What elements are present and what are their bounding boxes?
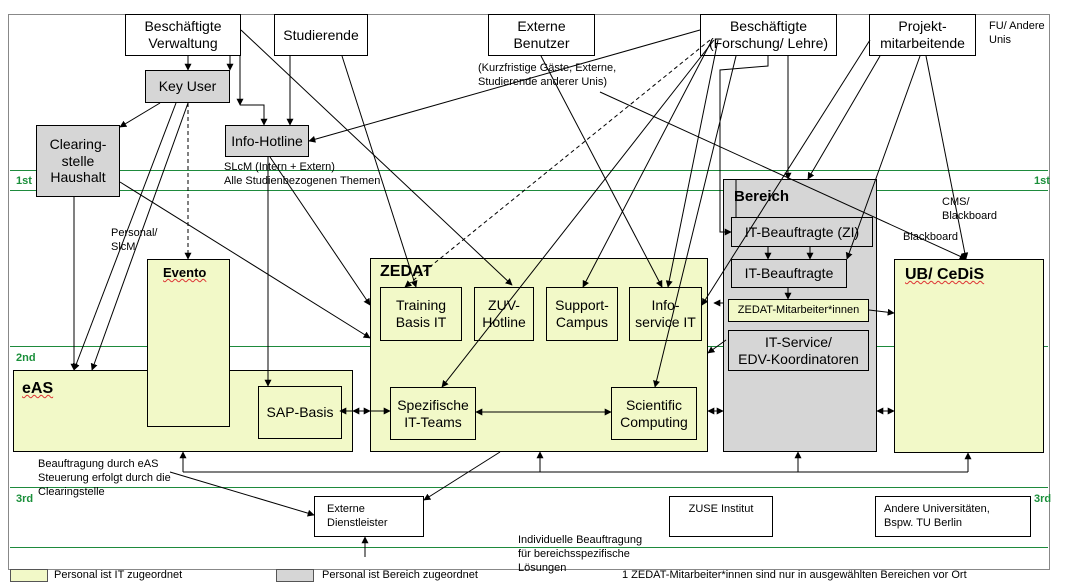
it-beauftragte-box: IT-Beauftragte bbox=[731, 259, 847, 288]
legend-it: Personal ist IT zugeordnet bbox=[54, 569, 183, 581]
note-cms: CMS/ Blackboard bbox=[942, 196, 998, 222]
actor-forschung: Beschäftigte (Forschung/ Lehre) bbox=[700, 14, 837, 56]
actor-projekt: Projekt- mitarbeitende bbox=[869, 14, 976, 56]
key-user-box: Key User bbox=[145, 70, 230, 103]
level-label-3rd-left: 3rd bbox=[16, 493, 34, 505]
legend-bereich: Personal ist Bereich zugeordnet bbox=[322, 569, 478, 581]
actor-externe: Externe Benutzer bbox=[488, 14, 595, 56]
ub-cedis-title: UB/ CeDiS bbox=[905, 266, 985, 283]
note-blackboard: Blackboard bbox=[903, 231, 959, 243]
info-hotline-box: Info-Hotline bbox=[225, 125, 309, 157]
andere-unis-box: Andere Universitäten, Bspw. TU Berlin bbox=[875, 496, 1031, 537]
bereich-title: Bereich bbox=[734, 188, 790, 205]
note-kurzfristige: (Kurzfristige Gäste, Externe, Studierend… bbox=[478, 62, 617, 88]
legend-footnote: 1 ZEDAT-Mitarbeiter*innen sind nur in au… bbox=[622, 569, 967, 581]
ub-cedis-box bbox=[894, 259, 1044, 453]
actor-studierende: Studierende bbox=[274, 14, 368, 56]
level-label-2nd-left: 2nd bbox=[16, 352, 36, 364]
evento-title: Evento bbox=[163, 265, 207, 280]
level-line-3rd-b bbox=[10, 547, 1048, 548]
zuse-box: ZUSE Institut bbox=[669, 496, 773, 537]
infoservice-box: Info- service IT bbox=[629, 287, 702, 341]
training-box: Training Basis IT bbox=[380, 287, 462, 341]
fu-andere-note: FU/ Andere Unis bbox=[989, 20, 1045, 46]
level-line-1st bbox=[10, 170, 1048, 171]
it-service-box: IT-Service/ EDV-Koordinatoren bbox=[728, 330, 869, 371]
zuv-hotline-box: ZUV- Hotline bbox=[474, 287, 534, 341]
zedat-mitarbeiter-box: ZEDAT-Mitarbeiter*innen bbox=[728, 299, 869, 322]
note-slcm: SLcM (Intern + Extern) Alle Studienbezog… bbox=[224, 161, 381, 187]
level-label-1st-left: 1st bbox=[16, 175, 32, 187]
evento-box bbox=[147, 259, 230, 427]
level-label-3rd-right: 3rd bbox=[1034, 493, 1052, 505]
legend-swatch-bereich bbox=[276, 569, 314, 582]
note-personal: Personal/ SlcM bbox=[111, 227, 158, 253]
level-line-3rd-a bbox=[10, 487, 1048, 488]
clearing-box: Clearing- stelle Haushalt bbox=[36, 125, 120, 197]
eas-title: eAS bbox=[22, 380, 54, 397]
externe-dienstleister-box: Externe Dienstleister bbox=[314, 496, 424, 537]
support-campus-box: Support- Campus bbox=[546, 287, 618, 341]
spezifische-box: Spezifische IT-Teams bbox=[390, 387, 476, 440]
level-label-1st-right: 1st bbox=[1034, 175, 1050, 187]
note-individuelle: Individuelle Beauftragung für bereichssp… bbox=[518, 534, 643, 574]
actor-verwaltung: Beschäftigte Verwaltung bbox=[125, 14, 241, 56]
note-beauftragung: Beauftragung durch eAS Steuerung erfolgt… bbox=[38, 458, 171, 498]
legend-swatch-it bbox=[10, 569, 48, 582]
sap-basis-box: SAP-Basis bbox=[258, 386, 342, 439]
level-line-1st-b bbox=[10, 190, 1048, 191]
scientific-box: Scientific Computing bbox=[611, 387, 697, 440]
